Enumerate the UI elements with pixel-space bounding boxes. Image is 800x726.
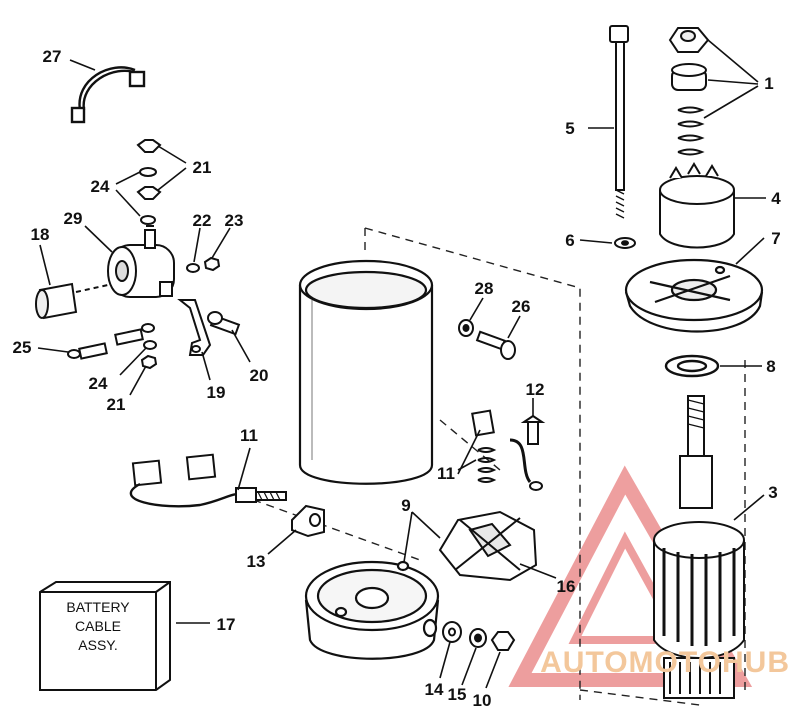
callout-13: 13 [247,552,266,571]
callout-26: 26 [512,297,531,316]
brush-plate-part [438,510,538,582]
callout-7: 7 [771,229,780,248]
callout-5: 5 [565,119,574,138]
small-nuts-22-23 [186,256,221,273]
callout-16: 16 [557,577,576,596]
callout-29: 29 [64,209,83,228]
solenoid-top-hardware [136,139,162,225]
lower-end-cap-part [304,560,440,660]
callout-20: 20 [250,366,269,385]
callout-15: 15 [448,685,467,704]
drive-end-cap-part [624,258,764,333]
callout-1: 1 [764,74,773,93]
callout-12: 12 [526,380,545,399]
callout-labels: 27 21 24 29 18 22 23 25 24 21 19 20 11 1… [13,47,782,710]
callout-11-center: 11 [437,464,455,483]
washer-and-bolt-26-28 [458,319,516,360]
through-bolt-part [609,25,636,249]
battery-box-line1: BATTERY [66,599,130,615]
callout-14: 14 [425,680,444,699]
callout-27: 27 [43,47,62,66]
callout-28: 28 [475,279,494,298]
callout-17: 17 [217,615,236,634]
washer-nut-stack-14-15-10 [442,621,516,651]
solenoid-part [107,225,175,298]
battery-box-line3: ASSY. [78,637,117,653]
callout-3: 3 [768,483,777,502]
solenoid-lead-part [67,323,158,370]
bracket-part [177,299,241,356]
callout-4: 4 [771,189,781,208]
battery-box-line2: CABLE [75,618,121,634]
callout-21-bottom: 21 [107,395,126,414]
callout-10: 10 [473,691,492,710]
callout-9: 9 [401,496,410,515]
field-frame-housing-part [298,259,434,485]
thrust-washer-part [664,354,720,378]
callout-6: 6 [565,231,574,250]
callout-19: 19 [207,383,226,402]
callout-24-bottom: 24 [89,374,108,393]
callout-24-top: 24 [91,177,110,196]
lead-wire-part [70,66,146,124]
callout-22: 22 [193,211,212,230]
callout-23: 23 [225,211,244,230]
callout-11-left: 11 [240,426,258,445]
brush-spring-set-center [471,409,546,491]
watermark-text: AUTOMOTOHUB [540,646,790,679]
callout-25: 25 [13,338,32,357]
callout-8: 8 [766,357,775,376]
callout-18: 18 [31,225,50,244]
assembly-dashed-outline [239,227,746,706]
callout-21-top: 21 [193,158,212,177]
drive-pinion-stack [659,27,735,249]
solenoid-boot-part [35,282,109,320]
leader-lines [37,39,766,689]
brush-holder-clip-part [291,504,325,538]
battery-cable-assembly-box [39,581,171,691]
brush-set-left [129,453,287,508]
armature-part [653,395,745,699]
